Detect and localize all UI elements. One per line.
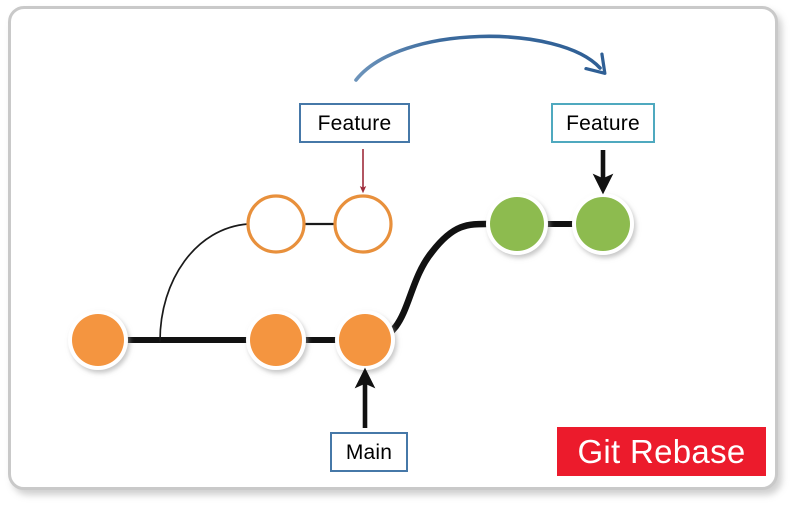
label-feature-new: Feature <box>551 103 655 143</box>
label-feature-old: Feature <box>299 103 410 143</box>
node-feature-old-commit-1 <box>246 194 306 254</box>
git-rebase-badge: Git Rebase <box>557 427 766 476</box>
node-main-commit-2 <box>246 310 306 370</box>
node-feature-new-commit-1 <box>486 193 548 255</box>
label-main: Main <box>330 432 408 472</box>
node-feature-new-commit-2 <box>572 193 634 255</box>
rebase-sweep-arrow <box>354 34 607 82</box>
diagram-frame <box>8 6 778 490</box>
node-main-commit-3 <box>335 310 395 370</box>
node-main-commit-1 <box>68 310 128 370</box>
edge-old-branch-fork <box>159 223 249 342</box>
node-feature-old-commit-2 <box>333 194 393 254</box>
